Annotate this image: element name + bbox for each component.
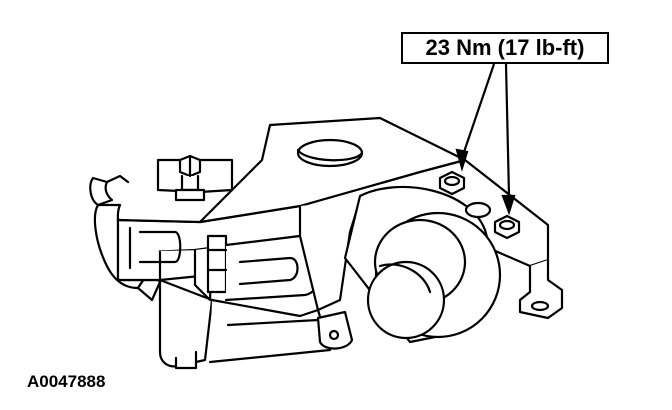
pulley-assembly [298,185,502,350]
callout-leaders [455,63,516,216]
lower-housing [158,278,332,370]
pipe-bend [206,234,323,302]
top-plate [198,116,467,224]
top-bore [296,138,364,168]
bolt-lower-right [493,214,521,240]
arrow-head-lower [501,194,516,216]
bracket-hole [464,201,492,219]
arrow-head-upper [455,148,469,172]
bolt-upper-right [438,170,466,196]
stud-bolt-left [174,154,206,202]
pulley-hub [366,260,446,340]
torque-spec-callout: 23 Nm (17 lb-ft) [401,32,609,64]
torque-spec-label: 23 Nm (17 lb-ft) [425,35,585,60]
figure-id: A0047888 [27,372,106,391]
right-foot [518,258,564,320]
